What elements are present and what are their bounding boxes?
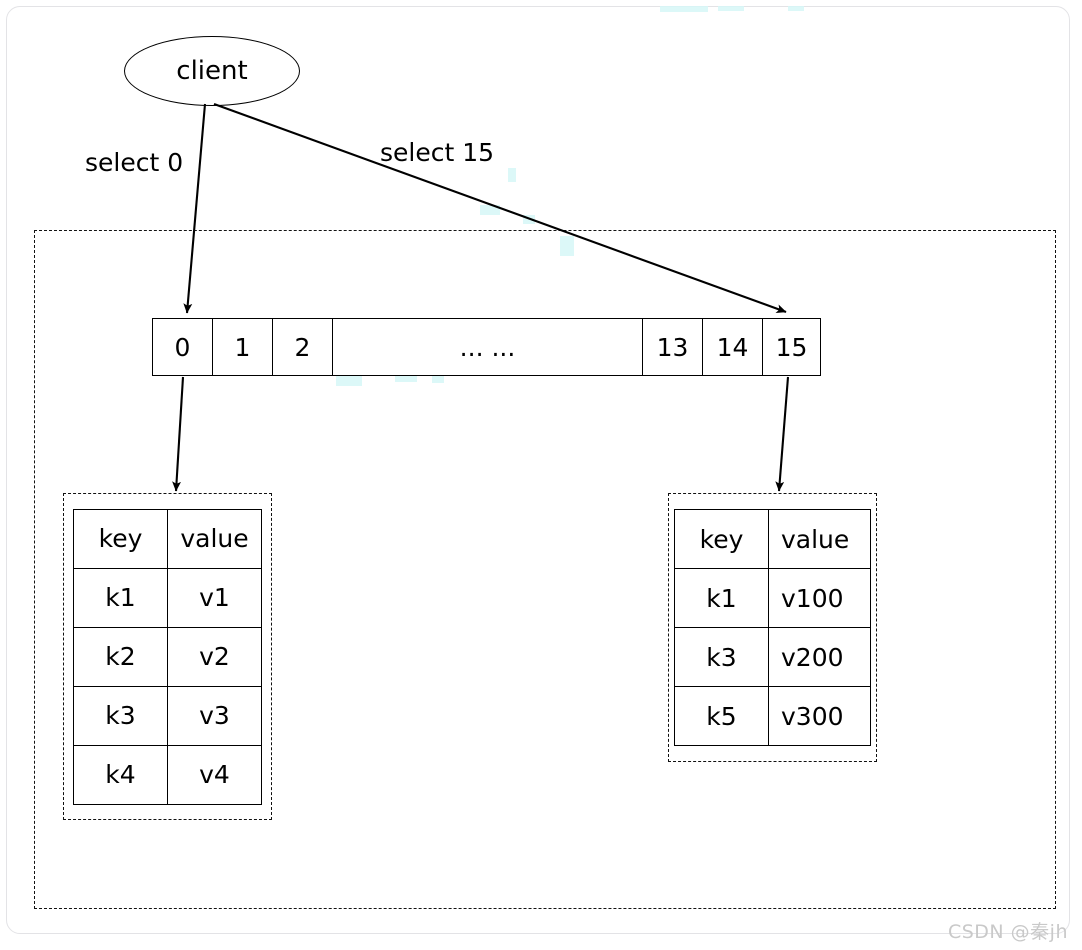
- table-header-row: key value: [674, 509, 871, 569]
- cell-key: k4: [73, 744, 168, 805]
- db-cell-1[interactable]: 1: [213, 319, 273, 375]
- scan-speckle: [508, 168, 516, 182]
- cell-value: v4: [167, 744, 262, 805]
- keyspace-db0-boundary: key value k1 v1 k2 v2 k3 v3 k4 v4: [63, 493, 272, 820]
- cell-key: k5: [674, 686, 769, 746]
- table-row: k1 v100: [674, 568, 871, 628]
- table-row: k1 v1: [73, 567, 262, 628]
- client-node-label: client: [176, 56, 248, 86]
- header-key: key: [73, 508, 168, 569]
- keyspace-db15-boundary: key value k1 v100 k3 v200 k5 v300: [668, 493, 877, 762]
- table-row: k3 v200: [674, 627, 871, 687]
- keyspace-db0-table: key value k1 v1 k2 v2 k3 v3 k4 v4: [73, 508, 262, 805]
- scan-speckle: [660, 6, 708, 12]
- cell-value: v300: [768, 686, 871, 746]
- keyspace-db15-table: key value k1 v100 k3 v200 k5 v300: [674, 509, 871, 746]
- table-row: k2 v2: [73, 626, 262, 687]
- client-node[interactable]: client: [124, 36, 300, 106]
- table-row: k4 v4: [73, 744, 262, 805]
- cell-value: v2: [167, 626, 262, 687]
- table-header-row: key value: [73, 508, 262, 569]
- cell-value: v100: [768, 568, 871, 628]
- db-cell-0[interactable]: 0: [153, 319, 213, 375]
- db-cell-15[interactable]: 15: [775, 332, 808, 362]
- cell-value: v3: [167, 685, 262, 746]
- cell-key: k3: [674, 627, 769, 687]
- table-row: k5 v300: [674, 686, 871, 746]
- cell-key: k1: [674, 568, 769, 628]
- cell-key: k3: [73, 685, 168, 746]
- watermark: CSDN @秦jh: [947, 921, 1068, 943]
- db-cell-2[interactable]: 2: [273, 319, 333, 375]
- scan-speckle: [718, 6, 744, 11]
- cell-key: k1: [73, 567, 168, 628]
- header-key: key: [674, 509, 769, 569]
- cell-value: v200: [768, 627, 871, 687]
- header-value: value: [768, 509, 871, 569]
- scan-speckle: [480, 205, 500, 215]
- edge-label-select-0: select 0: [85, 148, 184, 177]
- database-index-bar: 0 1 2 ... ... 13 14 15: [152, 318, 821, 376]
- table-row: k3 v3: [73, 685, 262, 746]
- cell-value: v1: [167, 567, 262, 628]
- edge-label-select-15: select 15: [380, 138, 495, 167]
- header-value: value: [167, 508, 262, 569]
- db-cell-14[interactable]: 14: [703, 319, 763, 375]
- scan-speckle: [523, 215, 535, 224]
- scan-speckle: [788, 6, 804, 11]
- db-cell-ellipsis: ... ...: [333, 319, 643, 375]
- scan-speckle: [395, 376, 417, 382]
- scan-speckle: [432, 375, 444, 383]
- cell-key: k2: [73, 626, 168, 687]
- db-cell-13[interactable]: 13: [643, 319, 703, 375]
